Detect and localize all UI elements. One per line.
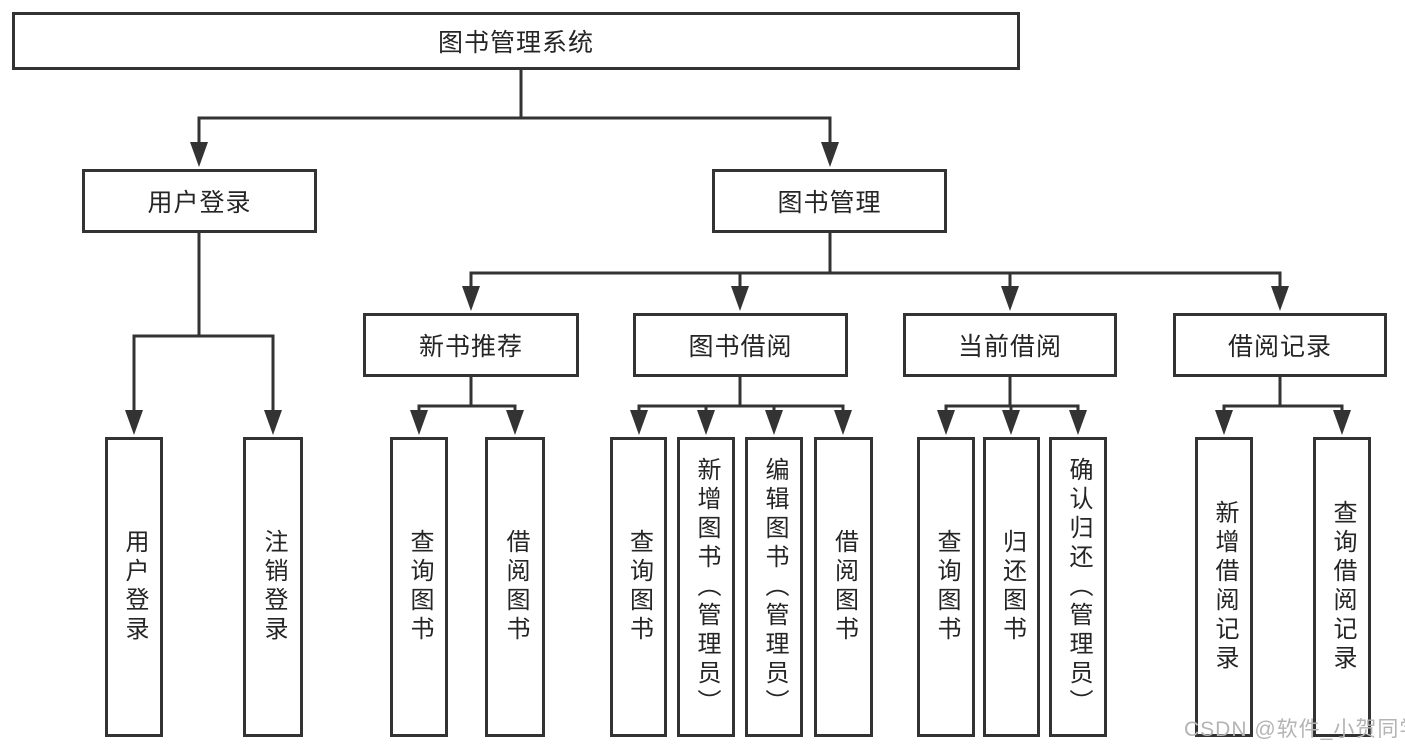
arrow-down-icon: [190, 142, 208, 167]
connector-currentborrow-to-children: [937, 375, 1087, 435]
node-current-borrow: 当前借阅: [903, 313, 1117, 377]
arrow-down-icon: [462, 286, 480, 311]
node-new-book-recommend: 新书推荐: [363, 313, 579, 377]
csdn-watermark: CSDN @软件_小贺同学: [1184, 718, 1405, 741]
arrow-down-icon: [125, 410, 143, 435]
leaf-label: 注销登录: [260, 529, 287, 645]
arrow-down-icon: [1001, 286, 1019, 311]
leaf-borrow-book: 借阅图书: [814, 437, 873, 737]
leaf-label: 查询图书: [625, 529, 653, 645]
leaf-query-book-current: 查询图书: [917, 437, 975, 737]
leaf-label: 新增图书（管理员）: [693, 456, 720, 718]
leaf-label: 查询图书: [406, 529, 433, 645]
leaf-borrow-book-recommend: 借阅图书: [485, 437, 545, 737]
arrow-down-icon: [765, 410, 783, 435]
leaf-query-borrow-record: 查询借阅记录: [1313, 437, 1371, 737]
leaf-user-login: 用户登录: [105, 437, 163, 737]
arrow-down-icon: [731, 286, 749, 311]
leaf-add-borrow-record: 新增借阅记录: [1195, 437, 1253, 737]
leaf-label: 借阅图书: [502, 529, 529, 645]
leaf-label: 查询图书: [933, 529, 960, 645]
node-book-borrow: 图书借阅: [633, 313, 848, 377]
leaf-add-book-admin: 新增图书（管理员）: [677, 437, 735, 737]
connector-newbook-to-children: [410, 375, 524, 435]
arrow-down-icon: [834, 410, 852, 435]
arrow-down-icon: [1002, 410, 1020, 435]
leaf-query-book-recommend: 查询图书: [390, 437, 448, 737]
arrow-down-icon: [1069, 410, 1087, 435]
arrow-down-icon: [1271, 286, 1289, 311]
connector-bookmgmt-to-level3: [462, 231, 1289, 311]
arrow-down-icon: [1333, 410, 1351, 435]
leaf-label: 借阅图书: [830, 529, 858, 645]
node-borrow-records: 借阅记录: [1173, 313, 1387, 377]
arrow-down-icon: [630, 410, 648, 435]
arrow-down-icon: [937, 410, 955, 435]
leaf-label: 新增借阅记录: [1211, 500, 1238, 674]
node-library-system: 图书管理系统: [12, 12, 1020, 70]
leaf-label: 编辑图书（管理员）: [761, 456, 788, 718]
arrow-down-icon: [1215, 410, 1233, 435]
connector-records-to-children: [1215, 375, 1351, 435]
leaf-edit-book-admin: 编辑图书（管理员）: [745, 437, 803, 737]
leaf-query-book-borrow: 查询图书: [610, 437, 667, 737]
arrow-down-icon: [697, 410, 715, 435]
leaf-confirm-return-admin: 确认归还（管理员）: [1049, 437, 1107, 737]
connector-userlogin-to-children: [125, 231, 282, 435]
leaf-label: 确认归还（管理员）: [1065, 456, 1092, 718]
leaf-return-book: 归还图书: [983, 437, 1040, 737]
arrow-down-icon: [264, 410, 282, 435]
node-book-management: 图书管理: [712, 169, 947, 233]
connector-root-to-level2: [190, 68, 839, 167]
leaf-label: 归还图书: [998, 529, 1026, 645]
node-user-login: 用户登录: [82, 169, 317, 233]
leaf-label: 查询借阅记录: [1329, 500, 1356, 674]
leaf-label: 用户登录: [121, 529, 148, 645]
leaf-logout: 注销登录: [243, 437, 303, 737]
arrow-down-icon: [410, 410, 428, 435]
arrow-down-icon: [821, 142, 839, 167]
arrow-down-icon: [506, 410, 524, 435]
connector-bookborrow-to-children: [630, 375, 852, 435]
